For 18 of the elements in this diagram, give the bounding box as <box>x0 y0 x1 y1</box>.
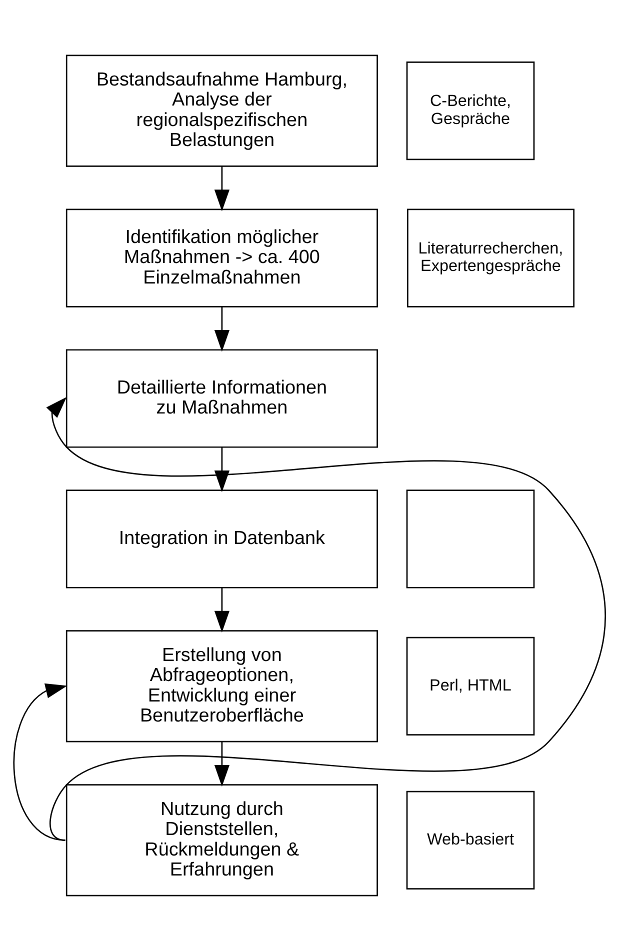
node-box: Web-basiert <box>406 790 535 890</box>
node-box: Bestandsaufnahme Hamburg, Analyse der regionalspezifischen Belastungen <box>66 54 378 166</box>
arrow <box>214 306 230 352</box>
node-box: Nutzung durch Dienststellen, Rückmeldungen & Erfahrungen <box>66 784 378 896</box>
node-box: Erstellung von Abfrageoptionen, Entwicklung einer Benutzeroberfläche <box>66 630 378 742</box>
node-box: Integration in Datenbank <box>66 489 378 588</box>
node-box: C-Berichte, Gespräche <box>406 60 535 160</box>
node-box: Perl, HTML <box>406 636 535 736</box>
arrow <box>214 166 230 211</box>
arrow <box>214 741 230 786</box>
node-box: Identifikation möglicher Maßnahmen -> ca. 400 Einzelmaßnahmen <box>66 208 378 307</box>
arrow <box>214 587 230 632</box>
node-box <box>406 489 535 588</box>
arrow <box>214 446 230 492</box>
node-box: Literaturrecherchen, Expertengespräche <box>407 208 574 307</box>
arrow <box>46 396 606 840</box>
node-box: Detaillierte Informationen zu Maßnahmen <box>66 348 378 448</box>
arrow <box>13 682 68 840</box>
